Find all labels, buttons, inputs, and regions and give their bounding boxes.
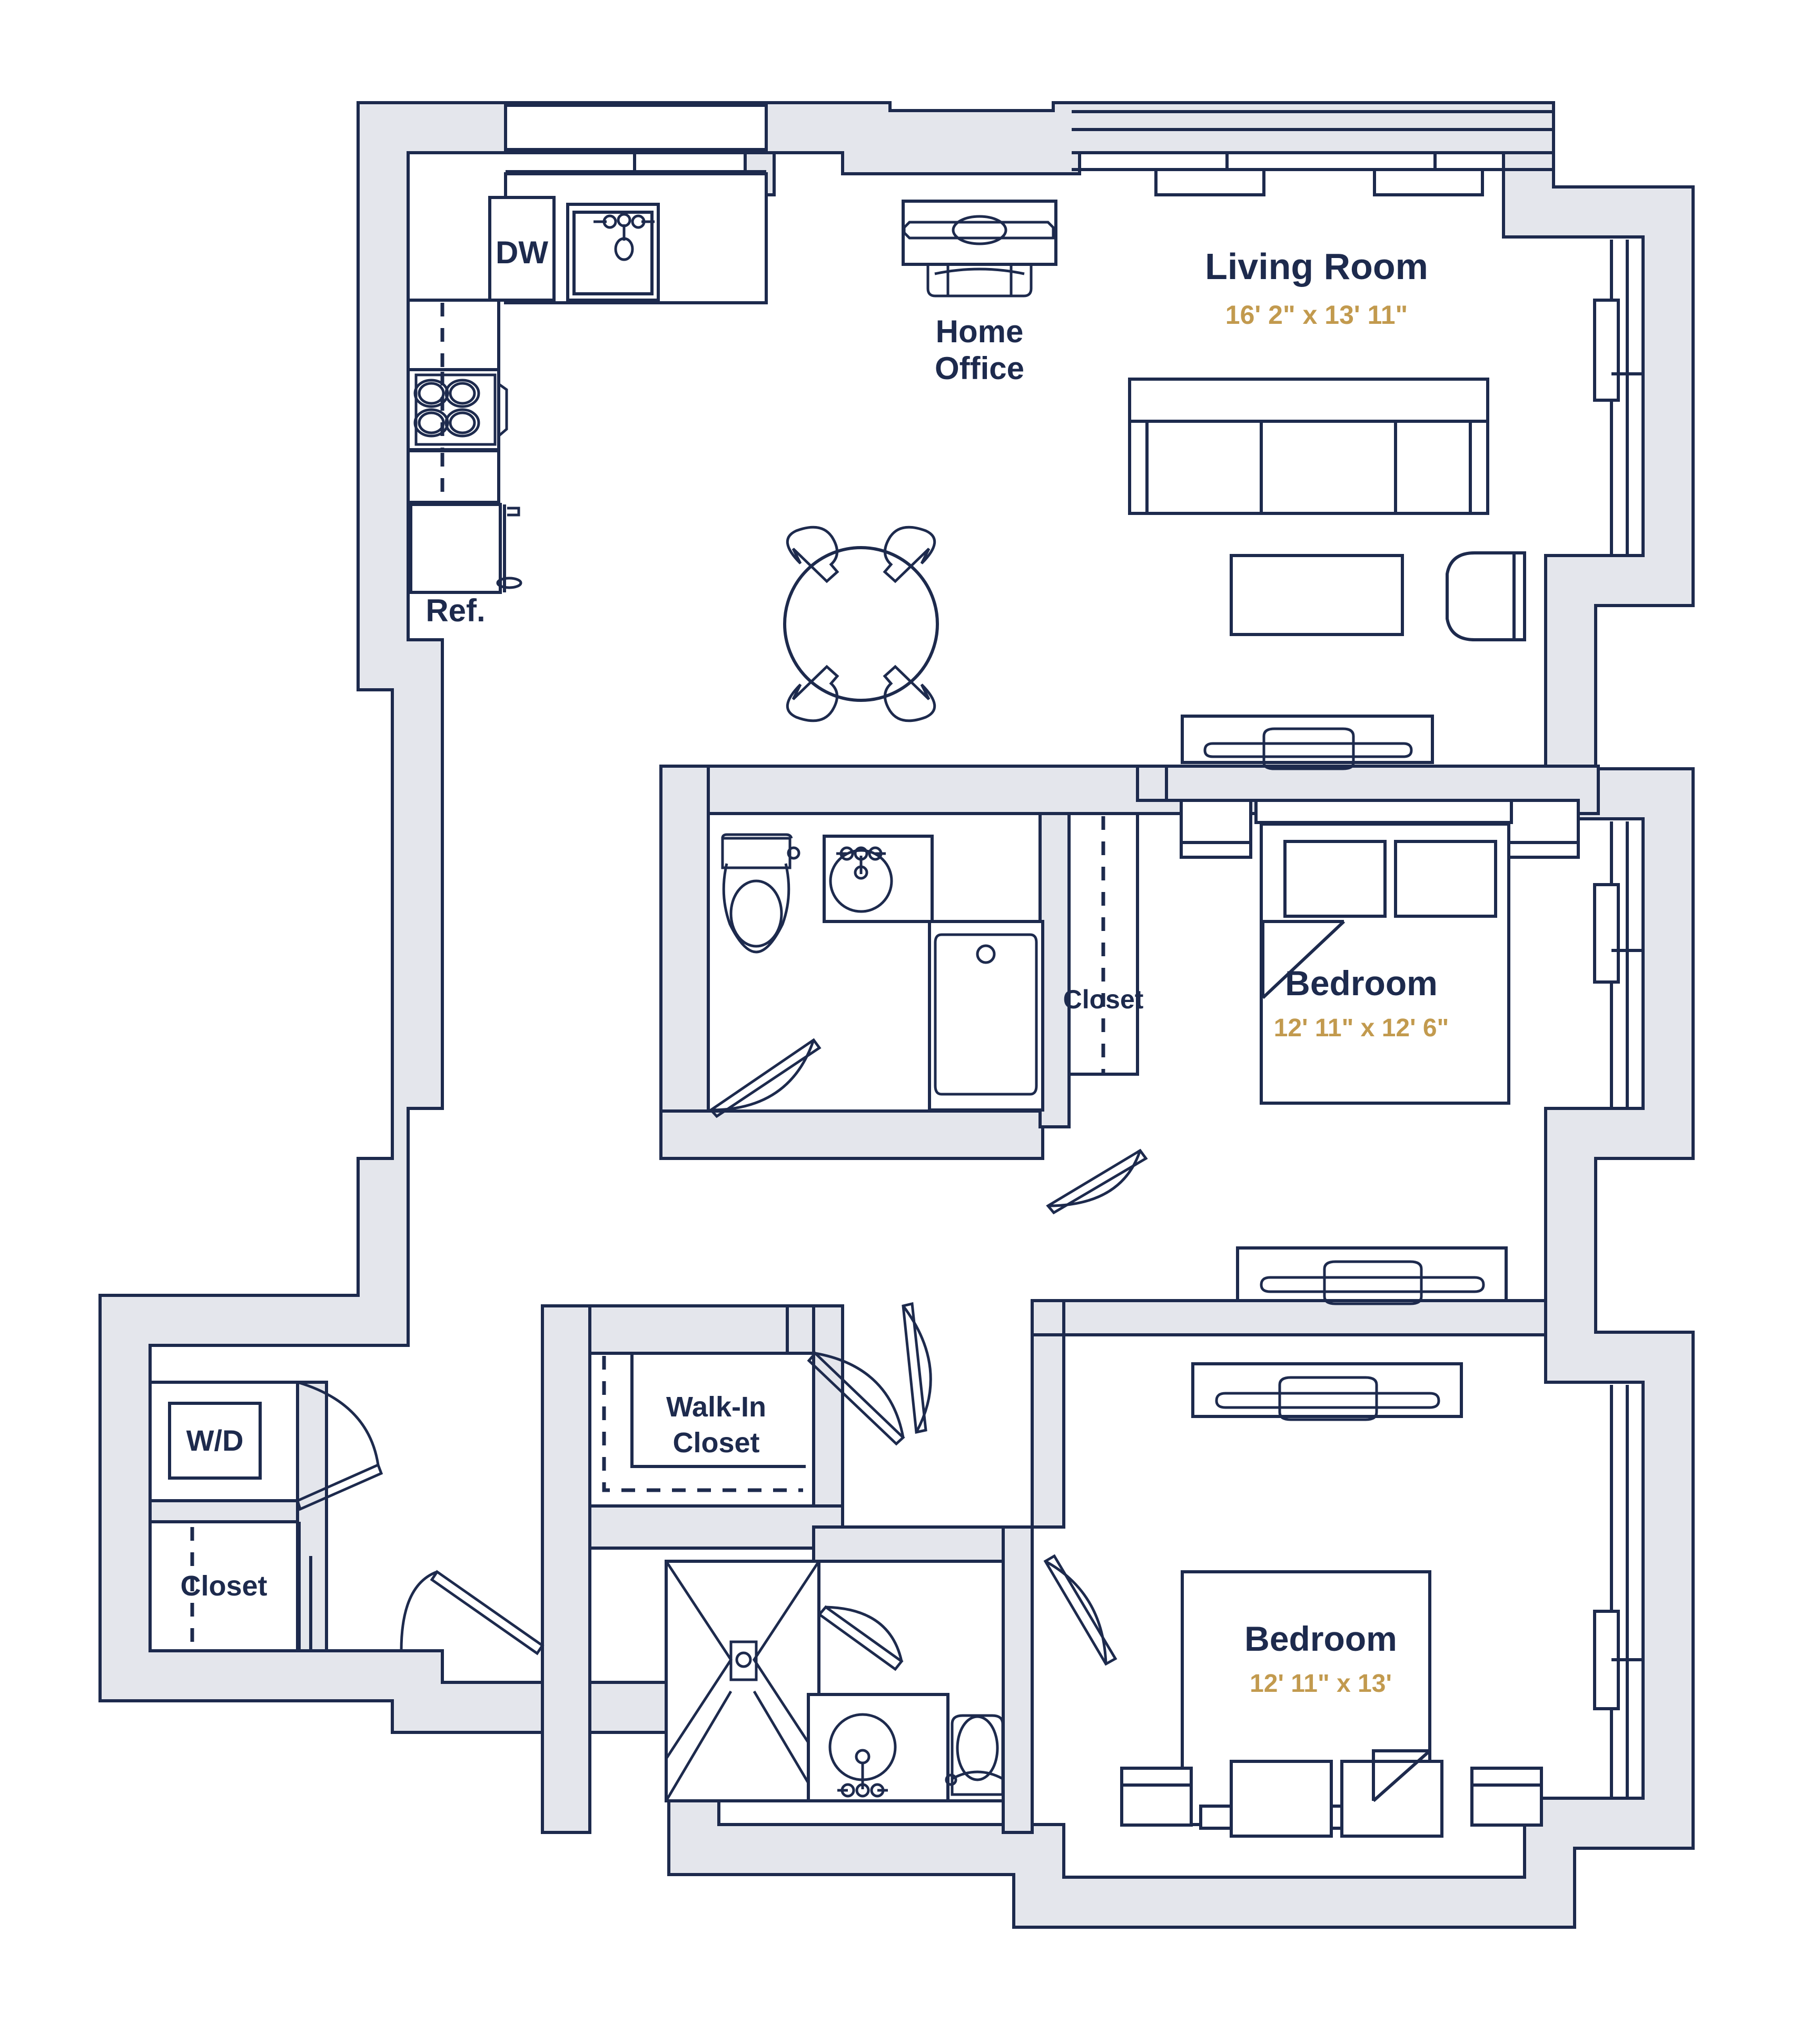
- bedroom-1-dimensions: 12' 11" x 12' 6": [1274, 1014, 1449, 1042]
- dining-group: [783, 526, 939, 722]
- walk-in-closet-door[interactable]: [807, 1351, 905, 1446]
- toilet-2: [945, 1714, 1004, 1796]
- bedroom-2-door[interactable]: [1043, 1554, 1117, 1666]
- nightstand-2-right: [1470, 1767, 1543, 1827]
- walk-in-closet-label-line1: Walk-In: [666, 1391, 766, 1423]
- dining-chair-top-left: [786, 526, 839, 583]
- closet-bed1-group: Closet: [1063, 816, 1144, 1074]
- bathroom-2-group: [665, 1560, 1004, 1802]
- living-room-label: Living Room: [1205, 246, 1428, 287]
- refrigerator-label: Ref.: [426, 593, 485, 628]
- dining-table: [783, 546, 939, 702]
- dining-chair-top-right: [883, 526, 936, 583]
- console-table-living: [1181, 715, 1434, 770]
- laundry-door[interactable]: [295, 1381, 383, 1511]
- coffee-table: [1230, 554, 1404, 636]
- home-office-label-line1: Home: [936, 314, 1024, 349]
- cabinet-lower-left: [407, 449, 500, 504]
- living-room-dimensions: 16' 2" x 13' 11": [1225, 300, 1408, 330]
- desk: [902, 200, 1057, 266]
- sofa: [1128, 378, 1489, 515]
- living-room-window-top: [1072, 110, 1554, 196]
- nightstand-left: [1180, 799, 1252, 859]
- washer-dryer-box: [168, 1402, 262, 1480]
- toilet: [721, 833, 800, 954]
- dishwasher-label: DW: [496, 235, 548, 270]
- shower: [665, 1560, 820, 1802]
- living-room-window-right: [1593, 240, 1645, 556]
- refrigerator: [409, 503, 522, 594]
- wall-structure: [98, 101, 1695, 1929]
- kitchen-group: DW: [407, 104, 768, 628]
- bed-2: [1181, 1570, 1443, 1838]
- dining-chair-bottom-left: [786, 665, 839, 722]
- bedroom-2-window-right: [1593, 1385, 1645, 1798]
- home-office-group: Home Office: [902, 200, 1057, 386]
- bedroom-2-group: Bedroom 12' 11" x 13': [1120, 1385, 1645, 1838]
- bed: [1254, 799, 1513, 1105]
- bathroom-1-door[interactable]: [709, 1038, 822, 1118]
- bathroom-2-door[interactable]: [817, 1605, 904, 1671]
- living-room-group: Living Room 16' 2" x 13' 11": [1072, 110, 1645, 770]
- corridor-door[interactable]: [902, 1302, 932, 1434]
- bathroom-sink-2: [807, 1693, 949, 1802]
- walk-in-closet-group: Walk-In Closet: [602, 1351, 905, 1492]
- bedroom-1-label: Bedroom: [1285, 964, 1438, 1003]
- dishwasher-box: [488, 196, 556, 302]
- nightstand-2-left: [1120, 1767, 1193, 1827]
- kitchen-sink: [566, 203, 660, 302]
- console-table-corridor: [1191, 1362, 1463, 1421]
- bathtub: [928, 920, 1044, 1112]
- dining-chair-bottom-right: [883, 665, 936, 722]
- bathroom-1-group: [709, 833, 1044, 1118]
- bedroom-1-door[interactable]: [1046, 1148, 1148, 1215]
- bedroom-2-dimensions: 12' 11" x 13': [1250, 1670, 1392, 1698]
- laundry-entry-group: W/D Closet: [168, 1381, 545, 1656]
- washer-dryer-label: W/D: [186, 1424, 244, 1457]
- upper-cabinets: [504, 104, 768, 151]
- cabinet-upper-left: [407, 299, 500, 371]
- range-cooktop: [407, 368, 508, 451]
- entry-door[interactable]: [400, 1570, 545, 1656]
- entry-closet-label: Closet: [180, 1570, 267, 1602]
- walk-in-closet-label-line2: Closet: [672, 1427, 759, 1459]
- home-office-label-line2: Office: [935, 351, 1024, 386]
- armchair: [1446, 551, 1526, 641]
- desk-chair: [926, 264, 1033, 298]
- hall-doors: [902, 1302, 1117, 1666]
- closet-bed1-label: Closet: [1063, 985, 1144, 1014]
- console-table-bedroom1: [1236, 1246, 1508, 1305]
- bedroom-1-group: Bedroom 12' 11" x 12' 6": [1046, 799, 1645, 1421]
- bedroom-1-window-right: [1593, 821, 1645, 1108]
- nightstand-right: [1507, 799, 1580, 859]
- bathroom-sink: [823, 835, 934, 923]
- bedroom-2-label: Bedroom: [1244, 1619, 1397, 1658]
